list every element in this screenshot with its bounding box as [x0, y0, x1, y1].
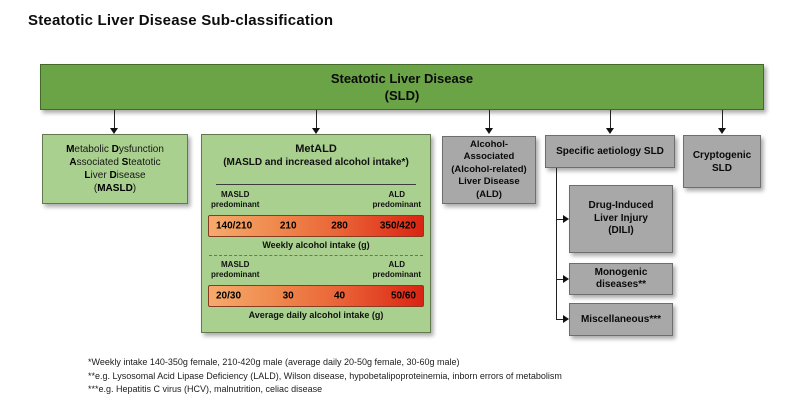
weekly-intake-caption: Weekly alcohol intake (g): [262, 240, 370, 250]
connector-line-cryptogenic: [722, 110, 723, 128]
ald-line: (ALD): [476, 188, 502, 200]
sld-root-line1: Steatotic Liver Disease: [330, 71, 474, 86]
daily-value: 40: [333, 290, 346, 302]
arrow-right-icon: [563, 275, 569, 283]
daily-value: 20/30: [216, 290, 242, 302]
cryptogenic-line: SLD: [712, 162, 732, 174]
predominant-word: predominant: [372, 269, 421, 279]
cryptogenic-box: Cryptogenic SLD: [683, 135, 761, 188]
sld-root-line2: (SLD): [384, 88, 420, 103]
predominant-row-weekly: MASLD predominant ALD predominant: [202, 190, 430, 209]
masld-line: Associated Steatotic: [69, 157, 161, 168]
sld-root-box: Steatotic Liver Disease (SLD): [40, 64, 764, 110]
daily-intake-caption: Average daily alcohol intake (g): [248, 310, 384, 320]
daily-intake-gradient-bar: 20/30 30 40 50/60: [208, 285, 424, 307]
arrow-down-icon: [312, 128, 320, 134]
arrow-down-icon: [110, 128, 118, 134]
weekly-value: 210: [279, 220, 297, 232]
weekly-value: 280: [331, 220, 348, 232]
connector-line-specific: [610, 110, 611, 128]
monogenic-line: diseases**: [595, 279, 647, 290]
ald-predominant-label: ALD predominant: [373, 260, 421, 279]
predominant-word: predominant: [211, 269, 260, 279]
masld-predominant-label: MASLD predominant: [211, 190, 259, 209]
tree-vertical-line: [556, 168, 557, 320]
ald-line: (Alcohol-related): [451, 163, 527, 175]
daily-value: 50/60: [390, 290, 416, 302]
weekly-value: 350/420: [379, 220, 416, 232]
metald-title: MetALD: [295, 143, 337, 155]
specific-aetiology-box: Specific aetiology SLD: [545, 135, 675, 168]
miscellaneous-box: Miscellaneous***: [569, 303, 673, 336]
arrow-down-icon: [718, 128, 726, 134]
tree-branch-monogenic: [556, 279, 565, 280]
predominant-word: predominant: [211, 199, 260, 209]
masld-predominant-word: MASLD: [221, 260, 250, 269]
ald-predominant-word: ALD: [388, 260, 405, 269]
cryptogenic-line: Cryptogenic: [692, 149, 752, 161]
masld-predominant-label: MASLD predominant: [211, 260, 259, 279]
arrow-down-icon: [485, 128, 493, 134]
metald-separator: [216, 184, 416, 185]
ald-line: Associated: [463, 151, 515, 163]
arrow-down-icon: [606, 128, 614, 134]
specific-aetiology-label: Specific aetiology SLD: [556, 146, 664, 157]
footnote-miscellaneous-examples: ***e.g. Hepatitis C virus (HCV), malnutr…: [88, 384, 323, 395]
masld-box: Metabolic Dysfunction Associated Steatot…: [42, 134, 188, 204]
dili-line: Drug-Induced: [588, 200, 654, 212]
monogenic-line: Monogenic: [594, 267, 648, 278]
footnote-monogenic-examples: **e.g. Lysosomal Acid Lipase Deficiency …: [88, 370, 562, 381]
metald-box: MetALD (MASLD and increased alcohol inta…: [201, 134, 431, 333]
dili-line: (DILI): [608, 225, 634, 237]
connector-line-masld: [114, 110, 115, 128]
page-title: Steatotic Liver Disease Sub-classificati…: [28, 12, 334, 29]
ald-line: Alcohol-: [470, 138, 508, 150]
daily-value: 30: [282, 290, 294, 302]
ald-box: Alcohol- Associated (Alcohol-related) Li…: [442, 136, 536, 204]
predominant-row-daily: MASLD predominant ALD predominant: [202, 260, 430, 279]
dili-box: Drug-Induced Liver Injury (DILI): [569, 185, 673, 253]
miscellaneous-label: Miscellaneous***: [580, 314, 662, 325]
ald-line: Liver Disease: [458, 176, 520, 188]
masld-predominant-word: MASLD: [221, 190, 250, 199]
footnote-weekly-intake: *Weekly intake 140-350g female, 210-420g…: [88, 357, 460, 367]
dashed-separator: [209, 255, 423, 256]
metald-subtitle: (MASLD and increased alcohol intake*): [223, 157, 409, 168]
arrow-right-icon: [563, 315, 569, 323]
tree-branch-dili: [556, 219, 565, 220]
connector-line-ald: [489, 110, 490, 128]
footnotes: *Weekly intake 140-350g female, 210-420g…: [88, 356, 562, 397]
masld-line: Metabolic Dysfunction: [66, 144, 164, 155]
weekly-intake-gradient-bar: 140/210 210 280 350/420: [208, 215, 424, 237]
tree-branch-miscellaneous: [556, 319, 565, 320]
masld-line: (MASLD): [93, 183, 137, 194]
arrow-right-icon: [563, 215, 569, 223]
weekly-value: 140/210: [216, 220, 253, 232]
ald-predominant-word: ALD: [388, 190, 405, 199]
ald-predominant-label: ALD predominant: [373, 190, 421, 209]
dili-line: Liver Injury: [594, 212, 648, 224]
masld-line: Liver Disease: [84, 170, 146, 181]
connector-line-metald: [316, 110, 317, 128]
monogenic-diseases-box: Monogenic diseases**: [569, 263, 673, 295]
predominant-word: predominant: [372, 199, 421, 209]
